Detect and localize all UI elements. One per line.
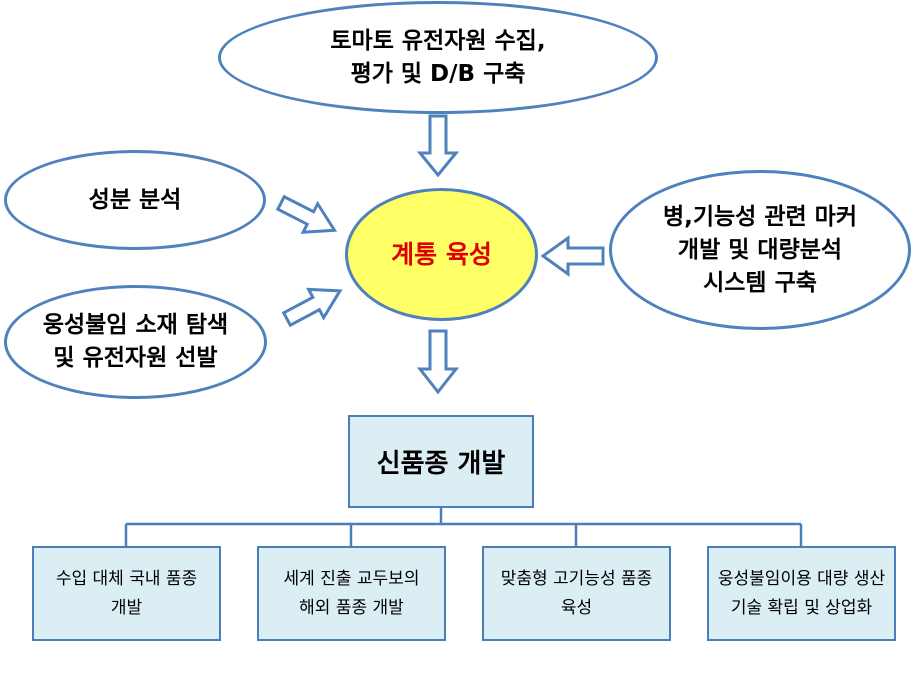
node-left-top-line-1: 성분 분석 bbox=[88, 186, 182, 213]
node-sub-box-2-line-2: 해외 품종 개발 bbox=[299, 597, 404, 618]
arrow-down-top bbox=[416, 114, 460, 178]
node-left-bottom-ellipse: 웅성불임 소재 탐색 및 유전자원 선발 bbox=[4, 285, 267, 399]
node-sub-box-3: 맞춤형 고기능성 품종 육성 bbox=[482, 546, 671, 641]
arrow-right bbox=[540, 235, 605, 277]
node-sub-box-3-line-1: 맞춤형 고기능성 품종 bbox=[500, 568, 653, 589]
node-sub-box-4: 웅성불임이용 대량 생산 기술 확립 및 상업화 bbox=[707, 546, 896, 641]
node-sub-box-4-line-1: 웅성불임이용 대량 생산 bbox=[717, 568, 886, 589]
node-sub-box-3-line-2: 육성 bbox=[560, 597, 593, 618]
node-top-ellipse: 토마토 유전자원 수집, 평가 및 D/B 구축 bbox=[218, 1, 658, 114]
arrow-left-bottom bbox=[281, 287, 343, 328]
tree-connectors bbox=[124, 508, 803, 546]
node-sub-box-1-line-2: 개발 bbox=[110, 597, 143, 618]
node-right-line-2: 개발 및 대량분석 bbox=[677, 236, 843, 263]
node-main-line-1: 신품종 개발 bbox=[376, 449, 506, 479]
node-sub-box-1: 수입 대체 국내 품종 개발 bbox=[32, 546, 221, 641]
node-center-ellipse: 계통 육성 bbox=[345, 188, 538, 321]
node-right-line-1: 병,기능성 관련 마커 bbox=[662, 203, 858, 230]
node-sub-box-2: 세계 진출 교두보의 해외 품종 개발 bbox=[257, 546, 446, 641]
node-center-line-1: 계통 육성 bbox=[391, 240, 492, 269]
node-left-top-ellipse: 성분 분석 bbox=[4, 150, 266, 250]
node-top-line-1: 토마토 유전자원 수집, bbox=[330, 27, 546, 54]
node-main-box: 신품종 개발 bbox=[348, 415, 534, 508]
node-right-line-3: 시스템 구축 bbox=[703, 269, 817, 296]
node-sub-box-4-line-2: 기술 확립 및 상업화 bbox=[730, 597, 873, 618]
node-sub-box-1-line-1: 수입 대체 국내 품종 bbox=[55, 568, 198, 589]
arrow-down-center bbox=[416, 329, 460, 395]
node-top-line-2: 평가 및 D/B 구축 bbox=[350, 60, 526, 87]
node-left-bottom-line-1: 웅성불임 소재 탐색 bbox=[42, 312, 229, 338]
node-left-bottom-line-2: 및 유전자원 선발 bbox=[53, 345, 218, 371]
node-right-ellipse: 병,기능성 관련 마커 개발 및 대량분석 시스템 구축 bbox=[609, 170, 911, 330]
node-sub-box-2-line-1: 세계 진출 교두보의 bbox=[283, 568, 420, 589]
arrow-left-top bbox=[275, 194, 338, 234]
